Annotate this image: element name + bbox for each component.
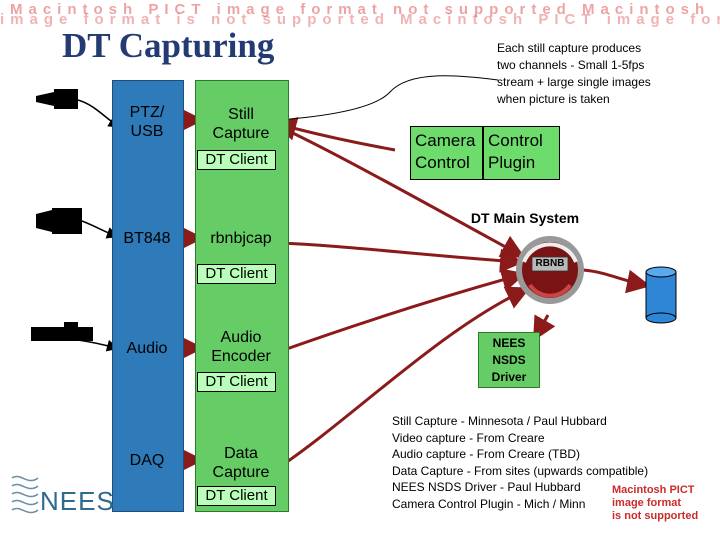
plugin-right-label: Control Plugin [488, 131, 543, 172]
pict-placeholder-banner: Macintosh PICT image format not supporte… [0, 0, 720, 28]
svg-text:Macintosh PICT image format no: Macintosh PICT image format not supporte… [10, 1, 720, 18]
plugin-left-label: Camera Control [415, 131, 476, 172]
nees-logo: NEES [8, 468, 118, 524]
capture-note: Each still capture produces two channels… [497, 41, 651, 106]
nees-nsds-driver: NEES NSDS Driver [478, 332, 540, 388]
database-cylinder-icon [645, 266, 677, 324]
page-title: DT Capturing [62, 26, 275, 65]
dt-client-still: DT Client [197, 150, 276, 170]
dt-client-video: DT Client [197, 264, 276, 284]
svg-text:image format is not supported: image format is not supported Macintosh … [0, 11, 720, 28]
audio-encoder-label: Audio Encoder [211, 329, 271, 365]
dt-client-audio: DT Client [197, 372, 276, 392]
bt848-label: BT848 [123, 229, 171, 247]
data-capture-label: Data Capture [212, 445, 270, 481]
pict-placeholder-footer: Macintosh PICT image format is not suppo… [612, 484, 699, 522]
microphone-icon [31, 322, 93, 341]
rbnb-logo-text: RBNB [535, 258, 565, 269]
ptz-camera-icon [36, 89, 78, 109]
nees-logo-text: NEES [40, 486, 115, 516]
still-capture-label: Still Capture [212, 106, 270, 142]
daq-label: DAQ [129, 451, 165, 469]
audio-label: Audio [126, 339, 168, 357]
credits-list: Still Capture - Minnesota / Paul Hubbard… [392, 414, 649, 511]
camera-control-plugin: Camera Control Control Plugin [410, 126, 560, 180]
dt-client-daq: DT Client [197, 486, 276, 506]
main-system-label: DT Main System [470, 210, 580, 226]
video-camera-icon [36, 208, 82, 234]
rbnbjcap-label: rbnbjcap [210, 229, 272, 247]
ptz-usb-label: PTZ/ USB [129, 104, 165, 140]
device-column [112, 80, 184, 512]
rbnb-logo-icon [516, 236, 584, 304]
